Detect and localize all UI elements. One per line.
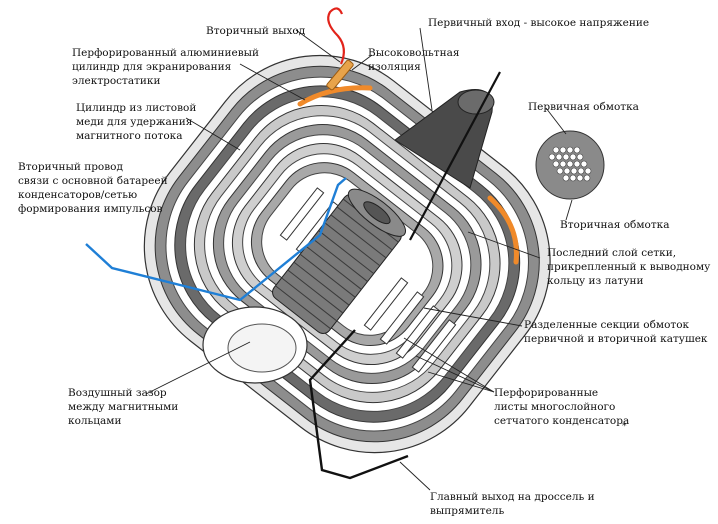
winding-inset (535, 130, 605, 200)
label-secondary-winding: Вторичная обмотка (560, 219, 670, 231)
winding-section (279, 187, 325, 241)
secondary-blue-lead (85, 177, 347, 302)
core-ring (324, 222, 381, 267)
primary-input-lead (409, 71, 501, 241)
label-primary-input: Первичный вход - высокое напряжение (428, 17, 650, 29)
leader-main-output (399, 461, 431, 491)
wire-dot (559, 160, 567, 168)
label-air-gap: Воздушный зазор между магнитными кольцам… (68, 387, 179, 427)
label-secondary-wire: Вторичный провод связи с основной батаре… (18, 161, 168, 215)
wire-dot (584, 167, 592, 175)
wire-dot (566, 160, 574, 168)
core-ring (318, 230, 375, 275)
secondary-output-terminal (326, 59, 354, 91)
leader-copper-cylinder (185, 117, 241, 151)
wire-dot (548, 153, 556, 161)
leader-primary-input (419, 27, 433, 111)
copper-arc-right (487, 195, 519, 265)
label-main-output: Главный выход на дроссель и выпрямитель (430, 491, 595, 517)
wire-dot (563, 167, 571, 175)
wire-dot (556, 167, 564, 175)
air-gap-inner (227, 323, 297, 373)
wire-dot (566, 146, 574, 154)
core-ring (293, 261, 350, 306)
wire-dot (583, 174, 591, 182)
wire-dot (576, 174, 584, 182)
wire-dot (580, 160, 588, 168)
wire-dot (555, 153, 563, 161)
leader-divided-sections (423, 307, 523, 327)
wire-dot (552, 146, 560, 154)
core-ring (281, 277, 338, 322)
label-perforated-cylinder: Перфорированный алюминиевый цилиндр для … (72, 47, 259, 87)
wire-dot (552, 160, 560, 168)
winding-inset-wires (548, 146, 592, 182)
label-divided-sections: Разделенные секции обмоток первичной и в… (524, 319, 708, 345)
wire-dot (569, 153, 577, 161)
leader-primary-winding (545, 107, 567, 135)
core-ring (287, 269, 344, 314)
core-ring (330, 214, 387, 259)
secondary-output-red-wire (327, 7, 345, 65)
label-hv-insulation: Высоковольтная изоляция (368, 47, 460, 73)
core-ring (305, 245, 362, 290)
core-stack (272, 188, 406, 334)
winding-section (395, 305, 441, 359)
winding-section (363, 277, 409, 331)
label-asterisk: * (622, 422, 627, 432)
winding-section (379, 291, 425, 345)
label-copper-cylinder: Цилиндр из листовой меди для удержания м… (76, 102, 197, 142)
wire-dot (573, 160, 581, 168)
wire-dot (570, 167, 578, 175)
leader-perforated-sheets-1 (403, 337, 495, 393)
leader-lines (145, 27, 573, 491)
leader-air-gap (145, 341, 251, 395)
main-output-lead (308, 329, 409, 480)
wire-dot (573, 146, 581, 154)
core-ring (336, 206, 393, 251)
leader-hv-insulation (351, 54, 373, 71)
copper-arc-top (297, 85, 373, 107)
wire-dot (569, 174, 577, 182)
leader-perforated-sheets-3 (427, 371, 495, 393)
label-perforated-sheets: Перфорированные листы многослойного сетч… (494, 387, 630, 427)
leader-perforated-sheets-2 (415, 355, 495, 393)
label-secondary-output: Вторичный выход (206, 25, 306, 37)
wire-dot (562, 174, 570, 182)
label-last-grid-layer: Последний слой сетки, прикрепленный к вы… (547, 247, 711, 287)
wire-dot (576, 153, 584, 161)
core-ring (312, 238, 368, 282)
leader-last-grid-layer (467, 231, 541, 259)
leader-perforated-cylinder (239, 63, 306, 101)
wire-dot (577, 167, 585, 175)
wire-dot (562, 153, 570, 161)
leader-secondary-output (295, 29, 341, 63)
wire-dot (559, 146, 567, 154)
hv-insulation-top (457, 89, 495, 115)
core-ring (275, 285, 331, 330)
core-ring (299, 253, 356, 298)
label-primary-winding: Первичная обмотка (528, 101, 639, 113)
leader-secondary-winding (565, 199, 573, 221)
core-top-hole (363, 201, 391, 225)
